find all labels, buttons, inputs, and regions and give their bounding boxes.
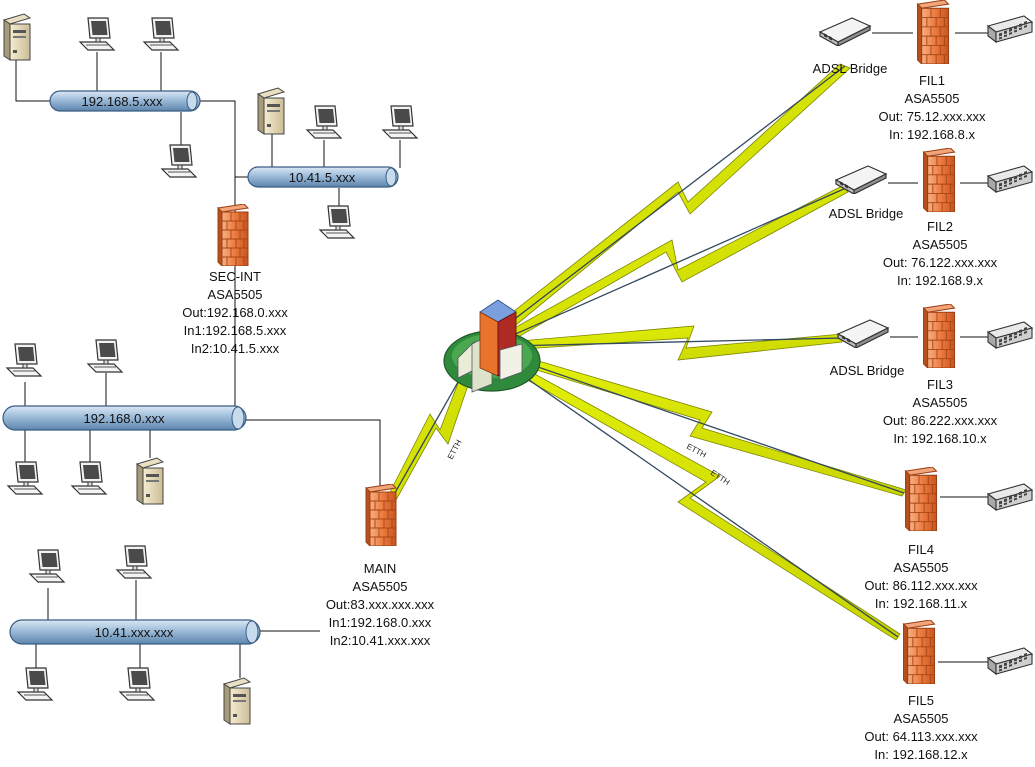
pc-icon <box>119 667 155 701</box>
server-icon <box>257 87 285 135</box>
firewall-icon <box>916 0 950 64</box>
device-name: FIL1 <box>918 73 945 88</box>
switch-icon <box>987 321 1033 349</box>
main-label: MAIN ASA5505 Out:83.xxx.xxx.xxx In1:192.… <box>315 560 445 650</box>
pc-icon <box>7 461 43 495</box>
adsl-bridge-label: ADSL Bridge <box>828 206 904 221</box>
pc-icon <box>161 144 197 178</box>
device-model: ASA5505 <box>912 395 968 410</box>
server-icon <box>223 677 251 725</box>
pc-icon <box>116 545 152 579</box>
segment-192-168-5: 192.168.5.xxx <box>49 90 201 112</box>
device-in1: In1:192.168.5.xxx <box>183 323 287 338</box>
segment-label: 192.168.5.xxx <box>82 94 163 109</box>
firewall-icon <box>904 467 938 531</box>
fil4-label: FIL4 ASA5505 Out: 86.112.xxx.xxx In: 192… <box>851 541 991 613</box>
switch-icon <box>987 483 1033 511</box>
segment-192-168-0: 192.168.0.xxx <box>2 405 247 431</box>
device-out: Out: 64.113.xxx.xxx <box>864 729 978 744</box>
device-in: In: 192.168.8.x <box>888 127 975 142</box>
pc-icon <box>6 343 42 377</box>
device-model: ASA5505 <box>904 91 960 106</box>
pc-icon <box>382 105 418 139</box>
adsl-bridge-icon <box>837 319 889 348</box>
wan-links: ETTH ETTH ETTH <box>387 63 907 641</box>
device-in: In: 192.168.12.x <box>874 747 968 762</box>
device-out: Out: 86.112.xxx.xxx <box>864 578 978 593</box>
device-in: In: 192.168.10.x <box>893 431 987 446</box>
fil2-label: FIL2 ASA5505 Out: 76.122.xxx.xxx In: 192… <box>870 218 1010 290</box>
device-out: Out:83.xxx.xxx.xxx <box>325 597 435 612</box>
firewall-icon <box>902 620 936 684</box>
device-name: FIL2 <box>926 219 953 234</box>
firewall-icon <box>365 484 397 546</box>
device-out: Out: 86.222.xxx.xxx <box>882 413 998 428</box>
segment-10-41-5: 10.41.5.xxx <box>247 166 399 188</box>
server-icon <box>136 457 164 505</box>
device-out: Out: 75.12.xxx.xxx <box>878 109 986 124</box>
pc-icon <box>79 17 115 51</box>
device-model: ASA5505 <box>893 711 949 726</box>
pc-icon <box>17 667 53 701</box>
fil1-label: FIL1 ASA5505 Out: 75.12.xxx.xxx In: 192.… <box>862 72 1002 144</box>
server-icon <box>3 13 31 61</box>
pc-icon <box>29 549 65 583</box>
device-out: Out: 76.122.xxx.xxx <box>882 255 998 270</box>
device-name: MAIN <box>363 561 397 576</box>
adsl-bridge-label: ADSL Bridge <box>829 363 905 378</box>
pc-icon <box>87 339 123 373</box>
device-model: ASA5505 <box>912 237 968 252</box>
device-in2: In2:10.41.5.xxx <box>190 341 280 356</box>
firewall-icon <box>922 148 956 212</box>
device-name: FIL4 <box>907 542 934 557</box>
device-model: ASA5505 <box>207 287 263 302</box>
adsl-bridge-label: ADSL Bridge <box>812 61 888 76</box>
lan-wires <box>15 32 993 678</box>
link-label: ETTH <box>685 442 708 460</box>
pc-icon <box>306 105 342 139</box>
device-in1: In1:192.168.0.xxx <box>328 615 432 630</box>
sec-int-label: SEC-INT ASA5505 Out:192.168.0.xxx In1:19… <box>170 268 300 358</box>
segment-10-41: 10.41.xxx.xxx <box>9 619 261 645</box>
fil3-label: FIL3 ASA5505 Out: 86.222.xxx.xxx In: 192… <box>870 376 1010 448</box>
switch-icon <box>987 647 1033 675</box>
adsl-bridge-icon <box>819 17 871 46</box>
internet-hub-icon <box>443 299 541 393</box>
device-name: FIL3 <box>926 377 953 392</box>
device-in2: In2:10.41.xxx.xxx <box>329 633 431 648</box>
device-name: FIL5 <box>907 693 934 708</box>
switch-icon <box>987 15 1033 43</box>
device-model: ASA5505 <box>893 560 949 575</box>
segment-label: 10.41.xxx.xxx <box>95 625 174 640</box>
device-model: ASA5505 <box>352 579 408 594</box>
device-in: In: 192.168.11.x <box>874 596 968 611</box>
link-label: ETTH <box>709 468 732 487</box>
firewall-icon <box>217 204 249 266</box>
device-out: Out:192.168.0.xxx <box>182 305 288 320</box>
device-name: SEC-INT <box>209 269 261 284</box>
fil5-label: FIL5 ASA5505 Out: 64.113.xxx.xxx In: 192… <box>851 692 991 764</box>
segment-label: 192.168.0.xxx <box>84 411 165 426</box>
segment-label: 10.41.5.xxx <box>289 170 356 185</box>
firewall-icon <box>922 304 956 368</box>
pc-icon <box>319 205 355 239</box>
switch-icon <box>987 165 1033 193</box>
pc-icon <box>143 17 179 51</box>
pc-icon <box>71 461 107 495</box>
device-in: In: 192.168.9.x <box>896 273 983 288</box>
